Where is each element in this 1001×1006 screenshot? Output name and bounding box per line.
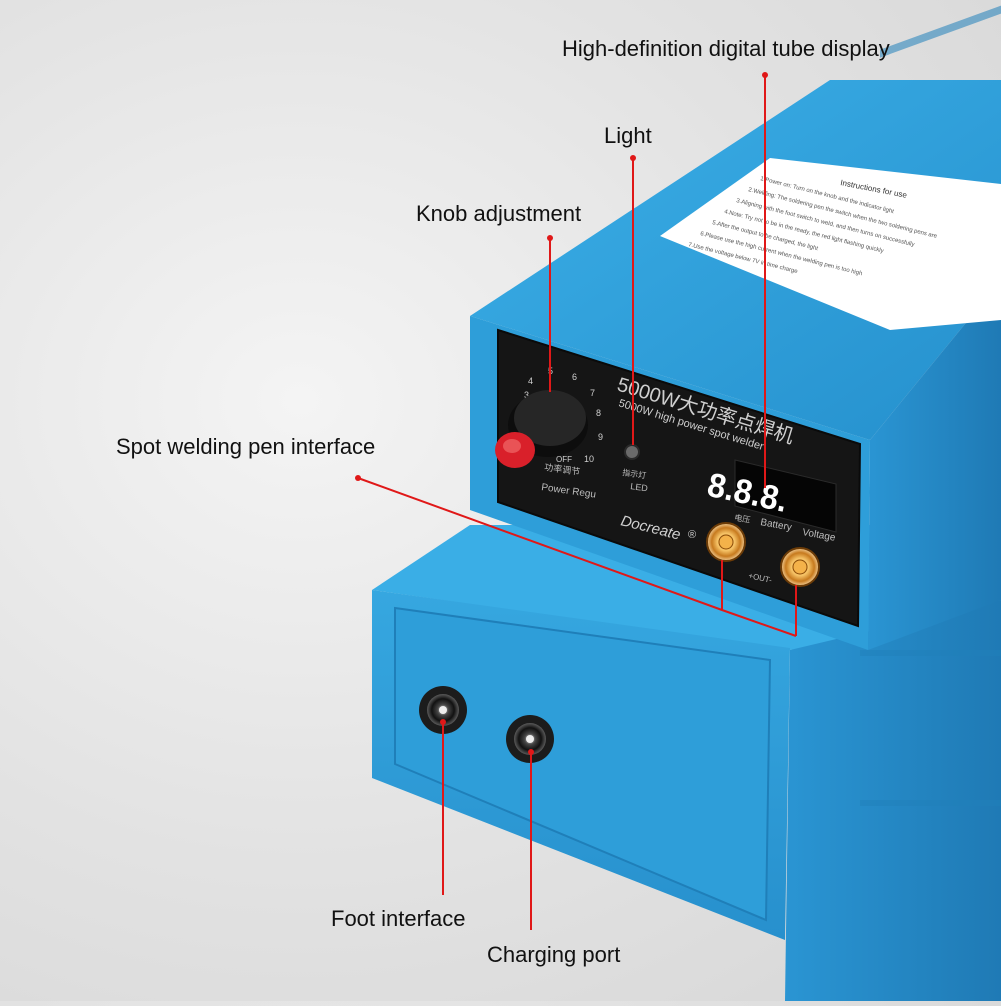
brand-registered: ® — [688, 529, 696, 541]
charging-callout-label: Charging port — [487, 942, 621, 967]
display-callout-label: High-definition digital tube display — [562, 36, 890, 61]
callout-dots — [355, 72, 768, 755]
led-label-en: LED — [630, 481, 649, 493]
power-knob[interactable] — [495, 390, 588, 468]
light-callout-label: Light — [604, 123, 652, 148]
knob-scale-mark: 10 — [584, 454, 594, 464]
knob-scale-mark: 4 — [528, 376, 533, 386]
battery-label: Battery — [759, 517, 792, 533]
power-label-cn: 功率调节 — [544, 461, 581, 477]
upper-side-groove — [880, 5, 1001, 58]
knob-top — [514, 390, 586, 446]
digital-display — [734, 459, 837, 533]
lower-side-groove — [860, 650, 1001, 656]
lower-front-inset — [394, 606, 772, 922]
knob-scale-mark: 8 — [596, 408, 601, 418]
pen-terminal-positive-core — [718, 534, 734, 550]
pen-callout-label: Spot welding pen interface — [116, 434, 376, 459]
callout-lines — [357, 75, 797, 930]
knob-scale-mark: OFF — [556, 455, 572, 464]
foot-callout-label: Foot interface — [331, 906, 466, 931]
charging-jack-pin — [526, 735, 534, 743]
led-indicator — [624, 444, 640, 460]
knob-scale-mark: 6 — [572, 372, 577, 382]
upper-case-side — [868, 280, 1001, 650]
knob-scale-mark: 7 — [590, 388, 595, 398]
knob-scale-mark: 9 — [598, 432, 603, 442]
lower-side-groove — [860, 800, 1001, 806]
voltage-label-cn: 电压 — [734, 512, 751, 525]
pen-terminal-negative-core — [792, 559, 808, 575]
knob-callout-label: Knob adjustment — [416, 201, 582, 226]
foot-jack-pin — [439, 706, 447, 714]
instruction-sticker — [660, 158, 1001, 330]
led-label-cn: 指示灯 — [622, 467, 647, 480]
knob-cap-highlight — [503, 439, 521, 453]
knob-scale-mark: 3 — [524, 390, 529, 400]
